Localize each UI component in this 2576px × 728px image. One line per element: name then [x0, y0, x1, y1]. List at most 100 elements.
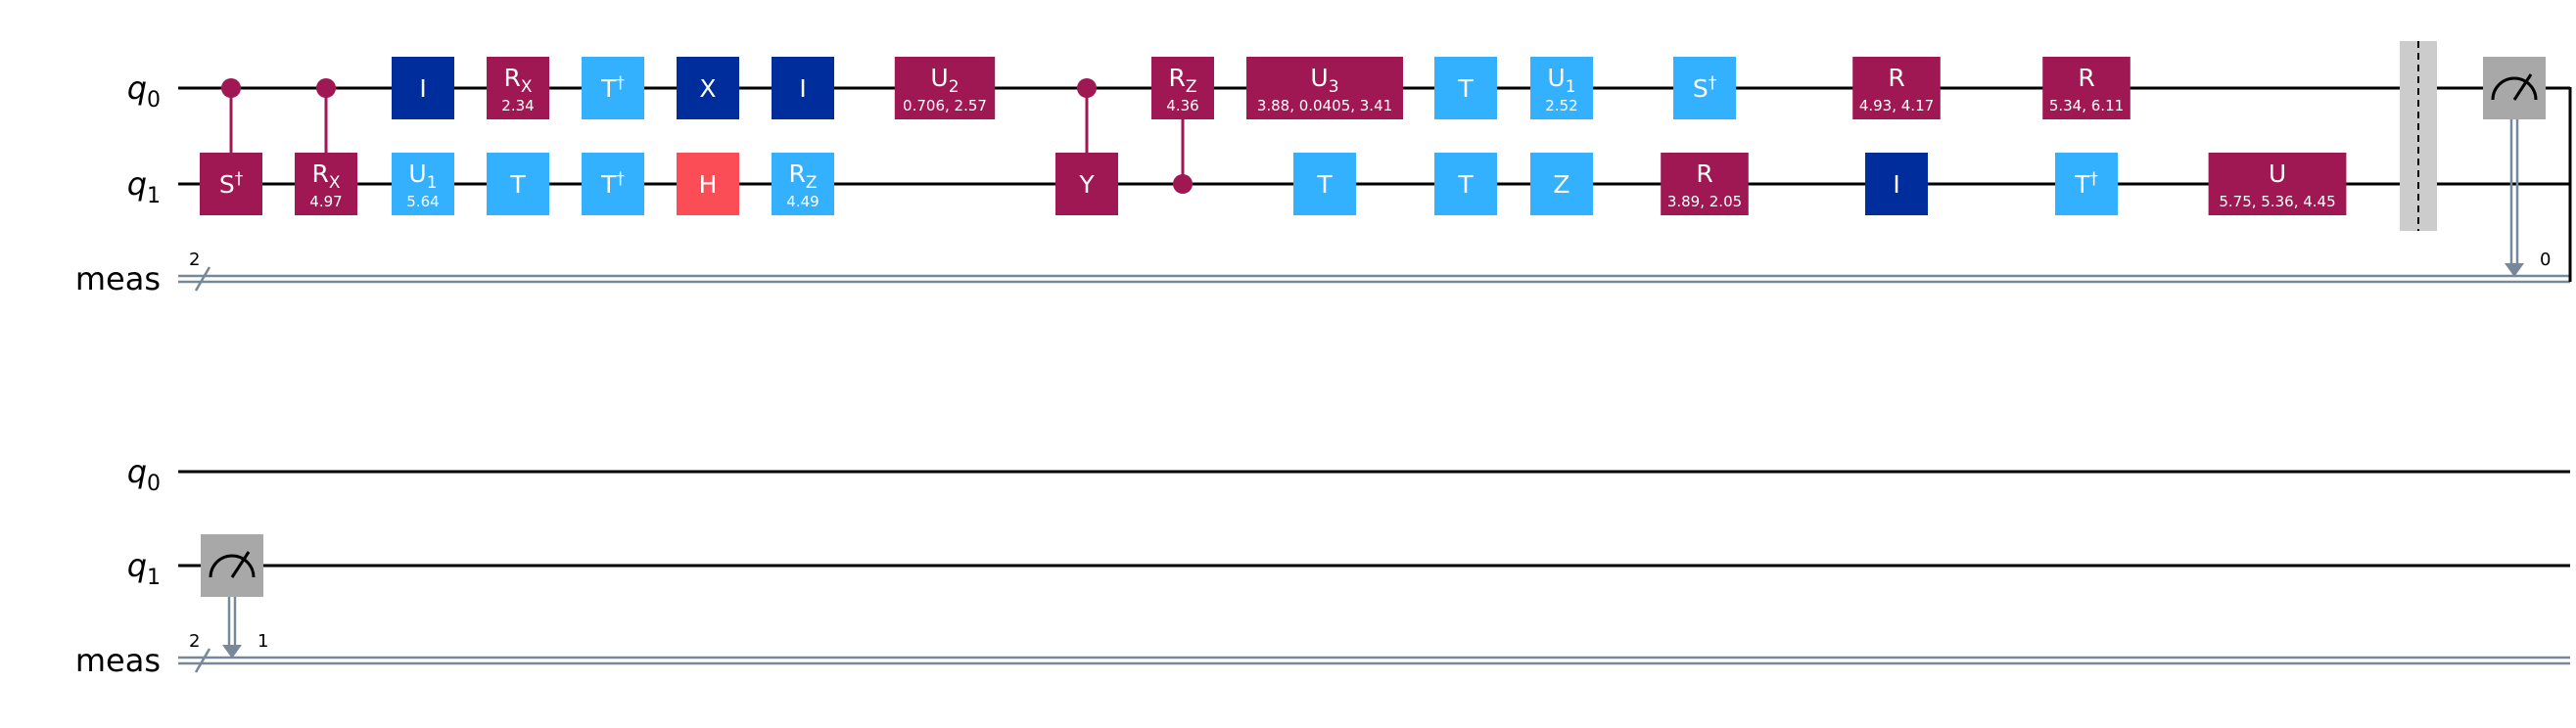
measure-gate: 1	[201, 534, 268, 659]
bus-slash	[194, 648, 211, 673]
gate-label: S†	[1693, 73, 1717, 103]
gate-u: U 5.75, 5.36, 4.45	[2208, 153, 2347, 215]
circuit-row-1: q0q12measS†RX4.97IU15.64RX2.34TT†T†XHIRZ…	[75, 41, 2572, 297]
classical-wire-meas: 2	[178, 250, 2570, 292]
meter-icon	[209, 551, 256, 578]
gate-param: 0.706, 2.57	[903, 97, 987, 114]
gate-label: RZ	[788, 159, 817, 193]
gate-i: I	[392, 57, 454, 119]
gate-u3: U33.88, 0.0405, 3.41	[1246, 57, 1403, 119]
gate-param: 4.36	[1166, 97, 1198, 114]
gate-label: X	[699, 74, 716, 103]
measure-gate: 0	[2483, 57, 2551, 277]
wire-label-q1: q1	[127, 165, 161, 208]
measure-arrow	[2505, 263, 2524, 277]
gate-label: R	[1696, 159, 1712, 188]
circuit-row-2: q0 q1 2 meas 1	[75, 453, 2570, 679]
gate-r: R 5.34, 6.11	[2042, 57, 2131, 119]
gate-u1: U12.52	[1530, 57, 1593, 119]
gate-label: H	[699, 170, 718, 199]
gate-label: U	[2269, 159, 2286, 188]
gate-param: 5.64	[406, 193, 439, 210]
gate-label: U1	[1547, 64, 1575, 97]
gate-s-dagger: S†	[1673, 57, 1736, 119]
classical-wire-meas: 2	[178, 631, 2570, 673]
gate-r: R 4.93, 4.17	[1852, 57, 1941, 119]
gate-t-dagger: T†	[2055, 153, 2118, 215]
measure-bit-index: 0	[2540, 250, 2551, 270]
gate-label: RX	[503, 64, 532, 97]
gate-i: I	[1865, 153, 1928, 215]
gate-label: T	[509, 170, 526, 199]
gate-rz: RZ4.49	[772, 153, 834, 215]
gate-r: R 3.89, 2.05	[1661, 153, 1749, 215]
gate-param: 3.89, 2.05	[1667, 193, 1742, 210]
gate-t: T	[1434, 57, 1497, 119]
control-dot	[1173, 174, 1193, 194]
gate-param: 5.75, 5.36, 4.45	[2219, 193, 2335, 210]
gate-t: T	[487, 153, 549, 215]
gate-label: T	[1457, 74, 1474, 103]
gate-t-dagger: T†	[582, 57, 644, 119]
controlled-gate: RX4.97	[295, 78, 357, 215]
controlled-gate: Y	[1055, 78, 1118, 215]
wire-label-q0: q0	[127, 69, 161, 113]
gate-s-dagger: S†	[200, 153, 262, 215]
gate-label: Z	[1553, 170, 1569, 199]
gate-label: Y	[1078, 170, 1095, 199]
gate-u1: U15.64	[392, 153, 454, 215]
gate-param: 2.52	[1545, 97, 1577, 114]
barrier	[2400, 41, 2437, 231]
control-dot	[316, 78, 336, 98]
gate-i: I	[772, 57, 834, 119]
bus-slash	[194, 266, 211, 292]
controlled-gate: S†	[200, 78, 262, 215]
gate-label: R	[2078, 64, 2094, 92]
wire-label-q1: q1	[127, 547, 161, 590]
gate-param: 4.97	[309, 193, 342, 210]
gate-x: X	[677, 57, 739, 119]
gate-param: 3.88, 0.0405, 3.41	[1257, 97, 1392, 114]
control-dot	[221, 78, 241, 98]
gate-label: U1	[408, 159, 437, 193]
gate-label: RZ	[1168, 64, 1196, 97]
measure-bit-index: 1	[258, 631, 268, 652]
gate-t: T	[1434, 153, 1497, 215]
wire-label-meas: meas	[75, 260, 161, 297]
gate-label: U3	[1310, 64, 1338, 97]
measure-arrow	[222, 645, 242, 659]
gate-h: H	[677, 153, 739, 215]
gate-label: I	[419, 74, 426, 103]
gate-param: 4.49	[786, 193, 819, 210]
gate-rx: RX2.34	[487, 57, 549, 119]
bus-width-label: 2	[189, 250, 200, 270]
gate-param: 4.93, 4.17	[1859, 97, 1934, 114]
gate-label: U2	[930, 64, 959, 97]
gate-label: I	[1893, 170, 1899, 199]
gate-u2: U20.706, 2.57	[894, 57, 996, 119]
controlled-gate: RZ4.36	[1151, 57, 1214, 194]
gate-param: 2.34	[501, 97, 534, 114]
gate-label: T†	[600, 73, 625, 103]
wire-label-q0: q0	[127, 453, 161, 496]
gate-rz: RZ4.36	[1151, 57, 1214, 119]
gate-t: T	[1293, 153, 1356, 215]
wire-label-meas: meas	[75, 642, 161, 679]
gate-rx: RX4.97	[295, 153, 357, 215]
gate-label: I	[799, 74, 806, 103]
bus-width-label: 2	[189, 631, 200, 652]
gate-label: R	[1888, 64, 1904, 92]
gate-z: Z	[1530, 153, 1593, 215]
gate-y: Y	[1055, 153, 1118, 215]
gate-label: T†	[600, 169, 625, 199]
gate-param: 5.34, 6.11	[2049, 97, 2124, 114]
gate-label: S†	[219, 169, 244, 199]
gate-label: RX	[311, 159, 340, 193]
gate-label: T†	[2074, 169, 2098, 199]
control-dot	[1077, 78, 1097, 98]
gate-label: T	[1316, 170, 1333, 199]
gate-label: T	[1457, 170, 1474, 199]
gate-t-dagger: T†	[582, 153, 644, 215]
meter-icon	[2491, 73, 2538, 101]
